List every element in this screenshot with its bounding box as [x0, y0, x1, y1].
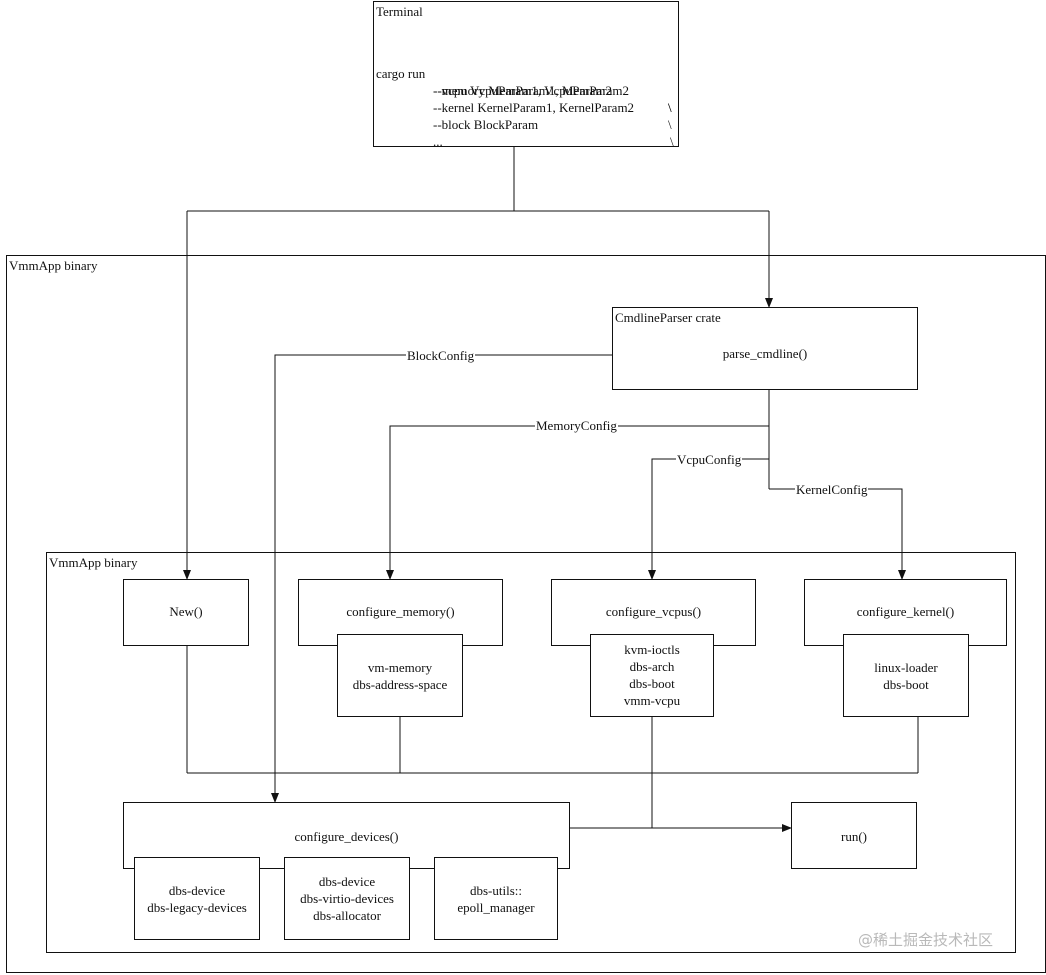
command-line: --block BlockParam \ — [376, 99, 676, 149]
command-line: --vcpu VcpuParam1, VcpuParam2 \ — [376, 65, 676, 115]
terminal-command: cargo run --memory MemParam1, MemParam2 … — [376, 48, 676, 149]
devices-utils-crates-box: dbs-utils:: epoll_manager — [434, 857, 558, 940]
block-config-label: BlockConfig — [406, 348, 476, 363]
command-arg: --vcpu VcpuParam1, VcpuParam2 — [433, 83, 612, 98]
devices-legacy-crates: dbs-device dbs-legacy-devices — [135, 882, 259, 916]
outer-frame-title: VmmApp binary — [9, 258, 98, 273]
crate-item: dbs-boot — [629, 676, 675, 691]
crate-item: epoll_manager — [457, 900, 535, 915]
vcpus-crates: kvm-ioctls dbs-arch dbs-boot vmm-vcpu — [591, 641, 713, 709]
devices-legacy-crates-box: dbs-device dbs-legacy-devices — [134, 857, 260, 940]
line-continuation: \ — [668, 117, 672, 132]
configure-devices-label: configure_devices() — [294, 829, 399, 844]
arrow-block-config — [271, 354, 612, 803]
command-line: --kernel KernelParam1, KernelParam2 \ — [376, 82, 676, 132]
kernel-config-label: KernelConfig — [795, 482, 869, 497]
crate-item: dbs-device — [318, 874, 376, 889]
crate-item: linux-loader — [874, 660, 938, 675]
watermark: @稀土掘金技术社区 — [858, 931, 994, 949]
new-function-box: New() — [123, 579, 249, 646]
arrow-memory-config — [386, 425, 769, 580]
memory-config-label: MemoryConfig — [535, 418, 618, 433]
crate-item: kvm-ioctls — [624, 642, 680, 657]
command-arg: --kernel KernelParam1, KernelParam2 — [433, 100, 635, 115]
kernel-crates: linux-loader dbs-boot — [844, 659, 968, 693]
command-ellipsis: ... — [433, 134, 443, 149]
crate-item: dbs-device — [168, 883, 226, 898]
terminal-box: Terminal cargo run --memory MemParam1, M… — [373, 1, 679, 149]
inner-vmmapp-frame: VmmApp binary — [46, 552, 1016, 953]
command-line: cargo run --memory MemParam1, MemParam2 … — [376, 48, 676, 115]
crate-item: dbs-allocator — [313, 908, 381, 923]
command-arg: --block BlockParam — [433, 117, 539, 132]
vcpu-config-label: VcpuConfig — [676, 452, 743, 467]
devices-virtio-crates-box: dbs-device dbs-virtio-devices dbs-alloca… — [284, 857, 410, 940]
crate-item: dbs-arch — [629, 659, 675, 674]
new-function-label: New() — [169, 604, 203, 619]
configure-vcpus-label: configure_vcpus() — [605, 604, 702, 619]
crate-item: dbs-boot — [883, 677, 929, 692]
command-prefix: cargo run — [376, 66, 426, 81]
vcpus-crates-box: kvm-ioctls dbs-arch dbs-boot vmm-vcpu — [590, 634, 714, 717]
kernel-crates-box: linux-loader dbs-boot — [843, 634, 969, 717]
cmdline-parser-title: CmdlineParser crate — [615, 310, 721, 325]
command-arg: --memory MemParam1, MemParam2 — [433, 83, 630, 98]
crate-item: vmm-vcpu — [623, 693, 681, 708]
terminal-title: Terminal — [376, 4, 423, 19]
command-line: ... — [376, 116, 676, 149]
run-function-label: run() — [841, 829, 867, 844]
parse-cmdline-function: parse_cmdline() — [722, 346, 808, 361]
cmdline-parser-box: CmdlineParser crate parse_cmdline() — [612, 307, 918, 390]
devices-utils-crates: dbs-utils:: epoll_manager — [435, 882, 557, 916]
configure-kernel-label: configure_kernel() — [856, 604, 955, 619]
run-function-box: run() — [791, 802, 917, 869]
crate-item: dbs-virtio-devices — [300, 891, 394, 906]
memory-crates-box: vm-memory dbs-address-space — [337, 634, 463, 717]
crate-item: dbs-legacy-devices — [147, 900, 247, 915]
line-continuation: \ — [668, 100, 672, 115]
crate-item: dbs-address-space — [352, 677, 448, 692]
memory-crates: vm-memory dbs-address-space — [338, 659, 462, 693]
devices-virtio-crates: dbs-device dbs-virtio-devices dbs-alloca… — [285, 873, 409, 924]
line-continuation: \ — [668, 100, 672, 115]
inner-frame-title: VmmApp binary — [49, 555, 138, 570]
crate-item: vm-memory — [367, 660, 433, 675]
configure-memory-label: configure_memory() — [346, 604, 455, 619]
line-continuation: \ — [670, 134, 674, 149]
crate-item: dbs-utils:: — [469, 883, 522, 898]
